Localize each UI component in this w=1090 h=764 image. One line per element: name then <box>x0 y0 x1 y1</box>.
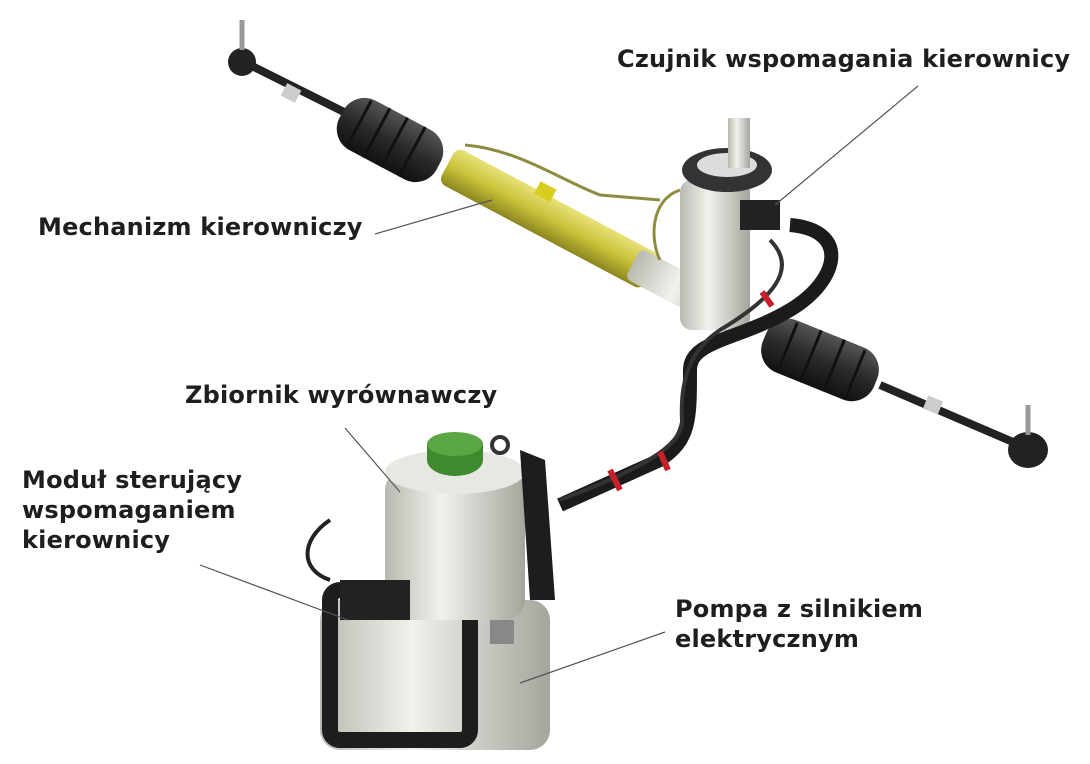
label-control-module: Moduł sterujący wspomaganiem kierownicy <box>22 465 242 555</box>
right-tie-rod <box>878 381 1048 468</box>
label-pump-line1: Pompa z silnikiem <box>675 595 924 623</box>
left-boot <box>336 97 444 183</box>
left-tie-rod <box>228 20 352 119</box>
label-control-module-line2: wspomaganiem <box>22 496 236 524</box>
leader-rack <box>374 199 493 235</box>
label-pump: Pompa z silnikiem elektrycznym <box>675 594 923 654</box>
label-reservoir: Zbiornik wyrównawczy <box>185 381 498 409</box>
control-module-connector <box>340 580 410 620</box>
label-pump-line2: elektrycznym <box>675 625 860 653</box>
label-control-module-line3: kierownicy <box>22 526 171 554</box>
leader-pump <box>519 631 666 684</box>
pump-unit <box>305 432 555 750</box>
hoses <box>557 218 839 512</box>
right-boot <box>761 318 879 402</box>
leader-module <box>199 564 349 621</box>
valve-housing <box>680 118 780 330</box>
leader-lines <box>199 85 919 684</box>
label-control-module-line1: Moduł sterujący <box>22 466 243 494</box>
label-steering-sensor: Czujnik wspomagania kierownicy <box>617 45 1071 73</box>
leader-sensor <box>774 85 919 206</box>
label-steering-rack: Mechanizm kierowniczy <box>38 213 363 241</box>
leader-reservoir <box>344 427 401 493</box>
